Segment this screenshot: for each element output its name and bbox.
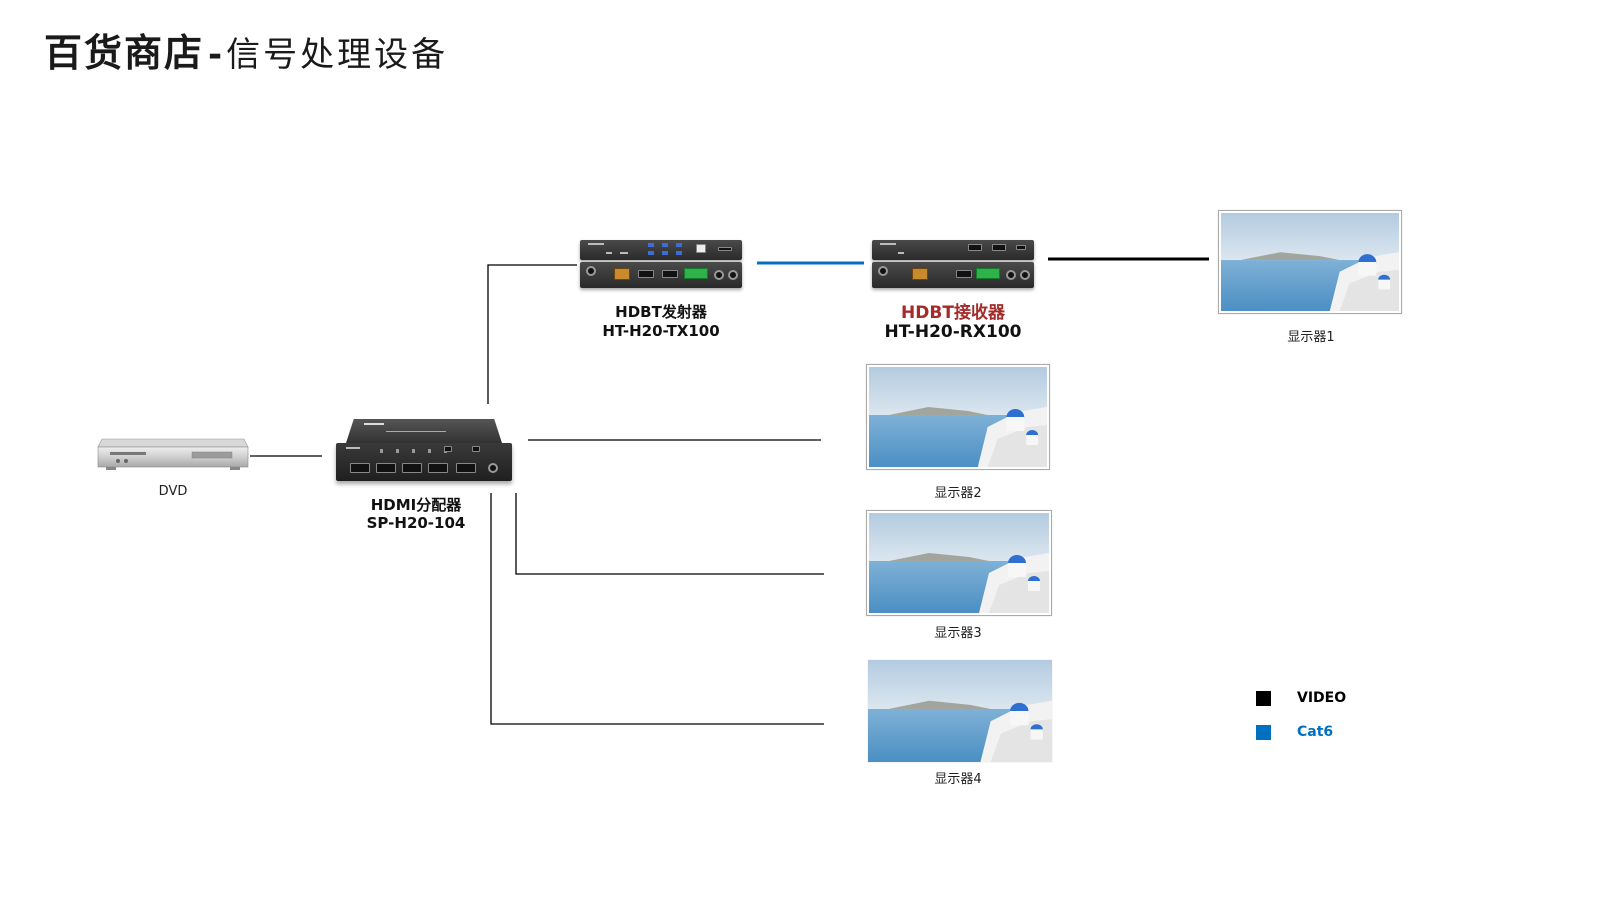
splitter-front-panel <box>336 443 512 481</box>
tx-rear-panel <box>580 262 742 288</box>
display-4 <box>868 660 1052 762</box>
legend-cat6: Cat6 <box>1256 724 1333 740</box>
display-4-label: 显示器4 <box>934 772 982 787</box>
legend-label-cat6: Cat6 <box>1297 724 1334 740</box>
video-line-splitter-display3 <box>515 493 824 575</box>
display-2-label: 显示器2 <box>934 486 982 501</box>
video-line-splitter-tx <box>487 264 577 404</box>
display-3 <box>866 510 1052 616</box>
dvd-label: DVD <box>158 484 188 499</box>
video-line-splitter-display4 <box>490 493 824 725</box>
display-2 <box>866 364 1050 470</box>
page-title: 百货商店-信号处理设备 <box>44 22 448 77</box>
hdbt-receiver <box>872 240 1034 288</box>
tx-front-panel <box>580 240 742 260</box>
legend-swatch-video <box>1256 690 1271 706</box>
dvd-icon <box>97 438 249 470</box>
display-1 <box>1218 210 1402 314</box>
hdbt-transmitter <box>580 240 742 288</box>
transmitter-model: HT-H20-TX100 <box>602 322 720 340</box>
transmitter-name: HDBT发射器 <box>615 303 707 321</box>
title-main: 百货商店 <box>44 31 205 75</box>
splitter-top-panel <box>346 419 502 443</box>
splitter-model: SP-H20-104 <box>366 514 466 532</box>
hdmi-splitter <box>336 419 512 481</box>
legend-swatch-cat6 <box>1256 724 1271 740</box>
splitter-name: HDMI分配器 <box>370 496 462 514</box>
seascape-image <box>868 660 1052 762</box>
title-subtitle: 信号处理设备 <box>226 35 449 75</box>
receiver-name: HDBT接收器 <box>901 303 1005 323</box>
display-3-label: 显示器3 <box>934 626 982 641</box>
rx-rear-panel <box>872 262 1034 288</box>
seascape-image <box>1221 213 1399 311</box>
seascape-image <box>869 367 1047 467</box>
seascape-image <box>869 513 1049 613</box>
legend-label-video: VIDEO <box>1297 690 1347 706</box>
receiver-model: HT-H20-RX100 <box>884 322 1022 342</box>
title-separator: - <box>208 35 223 75</box>
display-1-label: 显示器1 <box>1287 330 1335 345</box>
dvd-player <box>96 437 250 473</box>
legend-video: VIDEO <box>1256 690 1346 706</box>
rx-front-panel <box>872 240 1034 260</box>
